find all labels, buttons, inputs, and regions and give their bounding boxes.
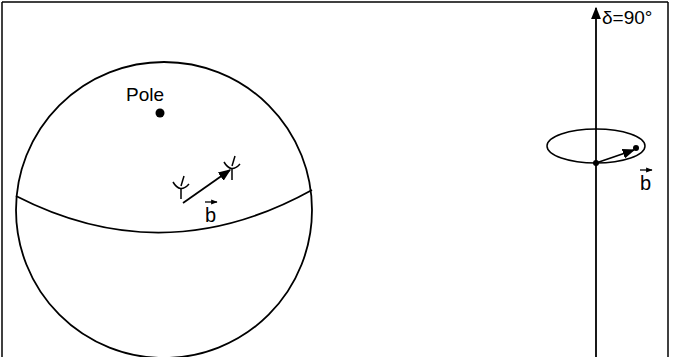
equator <box>16 190 312 233</box>
baseline-vector <box>183 170 230 203</box>
antenna-symbol <box>173 176 189 199</box>
frame <box>2 2 668 357</box>
baseline-vector <box>596 150 634 163</box>
rotation-ellipse <box>547 129 645 163</box>
vector-label: b <box>640 173 651 193</box>
declination-label: δ=90° <box>602 8 652 27</box>
antenna-symbol <box>224 156 240 180</box>
pole-label: Pole <box>126 85 164 104</box>
vector-accent <box>640 169 652 170</box>
vector-tip <box>633 145 639 151</box>
sphere <box>16 62 312 357</box>
vector-accent <box>205 201 217 202</box>
pole-dot <box>156 109 165 118</box>
pole-axis <box>595 8 597 357</box>
vector-label: b <box>205 205 216 225</box>
